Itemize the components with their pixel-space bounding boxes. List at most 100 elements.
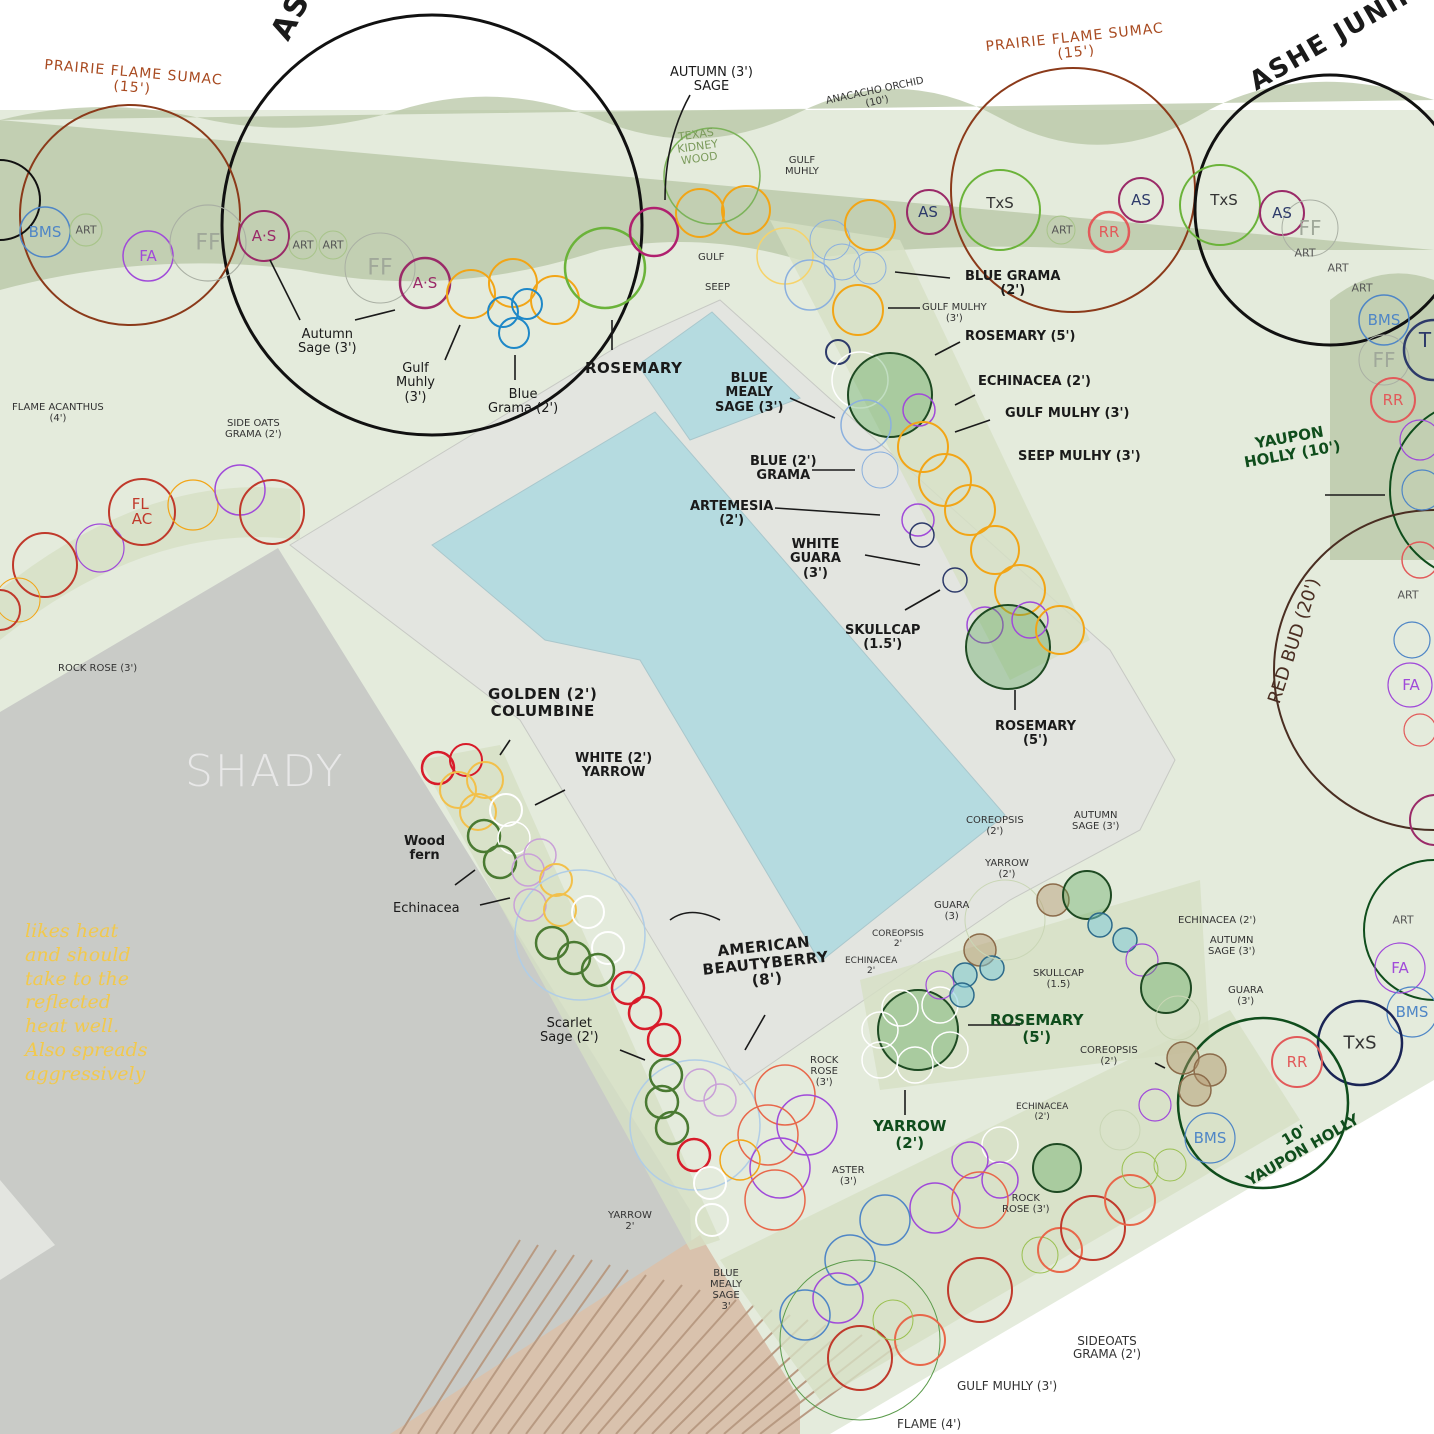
white-guara-label: WHITE GUARA (3') — [790, 537, 841, 581]
plant-circle — [1104, 1174, 1156, 1226]
plant-circle — [1060, 1195, 1126, 1261]
plant-circle — [0, 159, 41, 241]
arrow — [269, 259, 301, 321]
plant-circle — [591, 931, 625, 965]
plant-circle — [737, 1104, 799, 1166]
plant-circle — [1399, 419, 1434, 461]
gulf-muhly-label: GULF MULHY (3') — [922, 302, 987, 324]
plant-circle — [994, 564, 1046, 616]
deck-board — [453, 1254, 575, 1434]
seep-muhly-label: SEEP — [705, 282, 731, 293]
plant-code: BMS — [1193, 1129, 1227, 1147]
plant-circle — [167, 479, 219, 531]
arrow — [619, 1049, 646, 1061]
skullcap-label: SKULLCAP (1.5) — [1033, 968, 1084, 990]
plant-circle — [482, 844, 518, 880]
plant-code: RR — [1098, 223, 1120, 241]
deck-board — [399, 1239, 521, 1434]
plant-circle — [610, 970, 646, 1006]
plant-circle — [695, 1203, 729, 1237]
plant-circle — [220, 13, 644, 437]
plant-circle — [449, 743, 483, 777]
plant-circle — [859, 1194, 911, 1246]
plant-code: ART — [1351, 281, 1373, 295]
arrow — [864, 554, 921, 566]
plant-circle — [1402, 318, 1434, 382]
plant-circle — [489, 793, 523, 827]
plant-circle — [169, 204, 247, 282]
plant-circle — [719, 1139, 761, 1181]
plant-circles — [0, 13, 1434, 1421]
plant-circle — [466, 761, 504, 799]
house-roof — [0, 548, 700, 1434]
plant-code: FF — [1298, 216, 1322, 240]
plant-code: AS — [1131, 191, 1151, 209]
deck-board — [633, 1304, 755, 1434]
plant-circle — [487, 296, 519, 328]
arrow — [454, 869, 476, 886]
rosemary-label: ROSEMARY (5') — [990, 1011, 1084, 1046]
deck-board — [489, 1264, 611, 1434]
plant-circle — [644, 1084, 680, 1120]
arrow — [669, 911, 721, 921]
plant-code: ART — [292, 238, 314, 252]
plant-circle — [523, 838, 557, 872]
arrow — [954, 394, 976, 406]
plant-circle — [959, 169, 1041, 251]
plant-circle — [1281, 199, 1339, 257]
plant-code: ART — [1392, 913, 1414, 927]
plant-circle — [513, 888, 547, 922]
plant-code: AS — [918, 203, 938, 221]
plant-circle — [1153, 1148, 1187, 1182]
deck-board — [417, 1244, 539, 1434]
deck-board — [579, 1289, 701, 1434]
gulf-muhly-label: GULF — [698, 252, 725, 263]
plant-circle — [944, 484, 996, 536]
arrow — [774, 507, 881, 516]
coreopsis-label: COREOPSIS (2') — [966, 815, 1024, 837]
plant-circle — [906, 189, 952, 235]
plant-circle — [539, 863, 573, 897]
plant-circle — [1387, 662, 1433, 708]
plant-circle — [754, 1064, 816, 1126]
plant-circle — [1011, 601, 1049, 639]
plant-circle — [881, 989, 919, 1027]
deck-board — [435, 1249, 557, 1434]
deck-board — [471, 1259, 593, 1434]
plant-circle — [951, 1141, 989, 1179]
bottom-right-margin — [830, 1080, 1434, 1434]
flame-acanthus-label: FLAME (4') — [897, 1417, 962, 1431]
echinacea-label: ECHINACEA (2') — [978, 374, 1091, 389]
plant-circle — [1140, 962, 1192, 1014]
plant-code: BMS — [1367, 311, 1401, 329]
plant-circle — [1401, 541, 1434, 579]
plant-circle — [909, 1182, 961, 1234]
plant-circle — [1176, 1016, 1350, 1190]
plant-circle — [1358, 294, 1410, 346]
plant-circle — [1035, 605, 1085, 655]
plant-circle — [1193, 73, 1434, 347]
deck-board — [651, 1309, 773, 1434]
plant-circle — [675, 188, 725, 238]
plant-circle — [902, 393, 936, 427]
planting-bed — [720, 1010, 1300, 1400]
plant-circle — [1184, 1112, 1236, 1164]
arrow — [354, 309, 396, 321]
hedge-band — [0, 81, 1434, 561]
plant-code: ART — [75, 223, 97, 237]
plant-circle — [749, 1137, 811, 1199]
deck-board — [561, 1284, 683, 1434]
note-text: likes heat and should take to the reflec… — [25, 920, 148, 1085]
echinacea-label: Echinacea — [393, 901, 460, 916]
shady-label: SHADY — [185, 746, 345, 797]
plant-code: FF — [367, 255, 393, 281]
aster-label: ASTER (3') — [832, 1165, 865, 1187]
plant-circle — [1259, 190, 1305, 236]
spa — [637, 311, 801, 441]
plant-circle — [439, 771, 477, 809]
plant-circle — [1032, 1143, 1082, 1193]
plant-circle — [676, 1137, 712, 1173]
plant-code: RR — [1382, 391, 1404, 409]
plant-circle — [1389, 411, 1434, 569]
